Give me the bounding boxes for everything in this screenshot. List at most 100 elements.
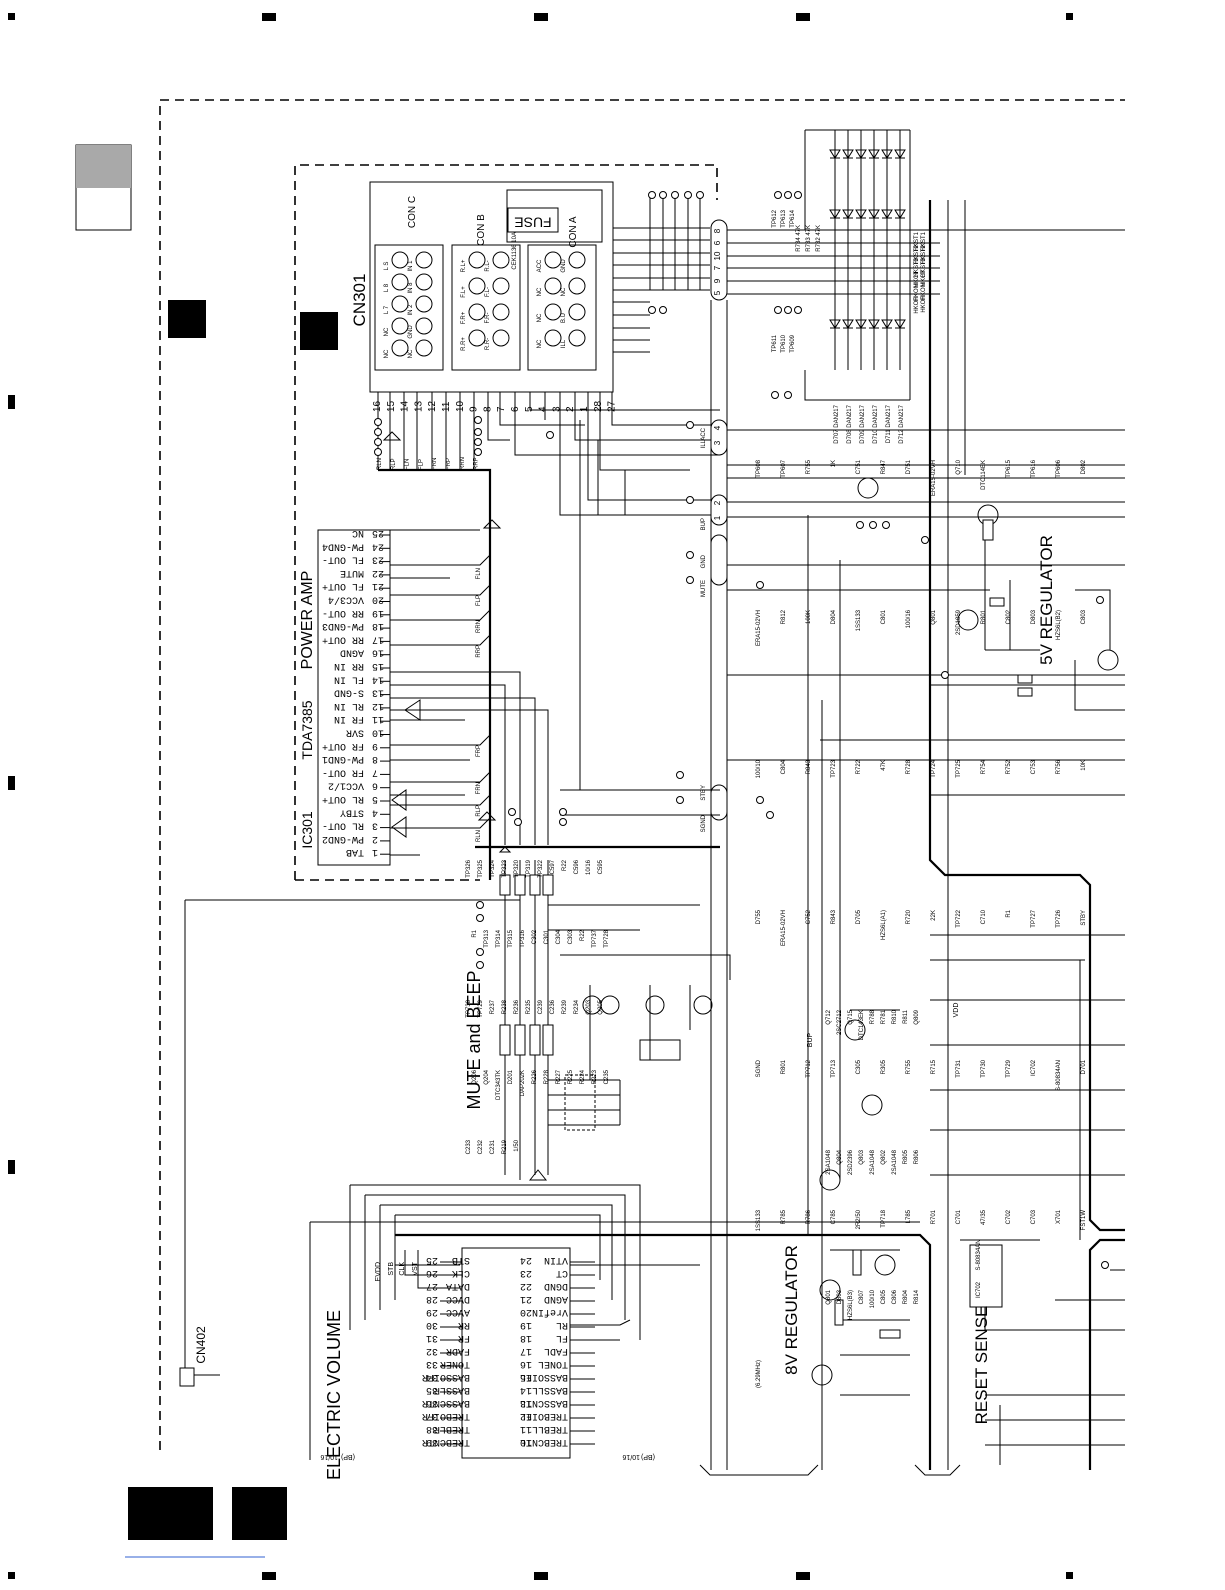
fuse-note: CEK1136 10A [512,232,518,270]
component-label: C232 [478,1139,484,1154]
component-label: TP610 [781,334,787,352]
ev-pin-number: 15 [520,1371,532,1382]
connector-pin-number: 7 [496,406,507,412]
ev-pin-name: BASSOIFL [520,1371,568,1382]
component-label: 22K [931,910,937,921]
connector-net-label: RLP [391,458,397,470]
connector-pin [544,251,562,269]
connector-pin-label: IN 8 [408,282,414,294]
component-label: TP606 [1056,459,1062,477]
ev-pin-number: 24 [520,1254,532,1265]
component-label: R239 [562,999,568,1014]
component-label: TP608 [756,459,762,477]
test-point-icon [1096,596,1104,604]
component-label: R722 [856,759,862,774]
component-label: R224 [580,1069,586,1084]
component-label: TP323 [502,859,508,877]
connector-pin-number: 4 [538,406,549,412]
component-label: R22 [580,929,586,941]
amp-net-label: RRP [476,645,482,658]
diode-icon [894,209,906,219]
connector-pin [415,273,433,291]
connector-net-label: FLN [405,459,411,470]
amp-pin-number: 4 [372,806,378,817]
component-label: R804 [903,1289,909,1304]
trunk-net-label: ACC [701,427,707,440]
component-label: Q803 [859,1149,865,1164]
connector-pin [415,339,433,357]
component-label: C807 [859,1289,865,1304]
test-point-icon [508,808,516,816]
test-point-icon [882,521,890,529]
component-label: R235 [526,999,532,1014]
connector-pin [568,329,586,347]
test-point-icon [476,914,484,922]
component-label: R720 [906,909,912,924]
component-label: TP325 [478,859,484,877]
connector-net-label: FRN [432,458,438,470]
trunk-pin-number: 10 [713,251,722,260]
ev-pin-number: 11 [520,1423,532,1434]
component-label: 100/10 [756,759,762,778]
component-label: R728 [906,759,912,774]
amp-net-label: RRN [476,620,482,633]
right-wiring [727,200,1125,1470]
component-label: R234 [574,999,580,1014]
diode-icon [881,319,893,329]
component-label: R732 47K [816,225,822,252]
component-label: DAP202K [520,1070,526,1096]
component-label: TP319 [526,859,532,877]
ev-pin-number: 35 [426,1384,438,1395]
component-label: R754 [981,759,987,774]
mute-beep-circuit [349,860,731,1340]
test-point-icon [559,818,567,826]
trunk-net-label: MUTE [701,580,707,597]
component-label: TP607 [781,459,787,477]
component-label: D710 DAN217 [873,404,879,443]
ev-signal-label: EVDD [375,1262,382,1281]
component-label: D701 [1081,1059,1087,1074]
amp-pin-name: RL IN [334,700,364,711]
cn301-right-stubs [613,195,710,353]
amp-pin-name: PW-GND2 [322,833,364,844]
connector-pin-label: F.R+ [461,311,467,324]
component-label: 10K [1081,760,1087,771]
ev-signal-label: CLK [399,1262,406,1276]
ev-pin-name: VTIN [544,1254,568,1265]
amp-net-label: RLP [476,805,482,817]
amp-pin-name: NC [352,527,364,538]
ev-pin-number: 25 [426,1254,438,1265]
amp-pin-number: 14 [372,673,384,684]
ev-pin-number: 16 [520,1358,532,1369]
ev-pin-number: 21 [520,1293,532,1304]
component-label: DTC114EK [981,460,987,490]
component-label: TP615 [1006,459,1012,477]
connector-pin-label: L S [384,262,390,271]
con-a-block [527,244,597,371]
amp-net-label: FRN [476,782,482,794]
component-label: 2SC2712 [837,1009,843,1035]
component-label: C231 [490,1139,496,1154]
component-label: 100/16 [906,609,912,628]
test-point-icon [686,551,694,559]
ev-pin-name: BASSCNTL [520,1397,568,1408]
component-label: Q710 [956,459,962,474]
component-label: C701 [956,1209,962,1224]
amp-pin-name: FL OUT- [322,554,364,565]
ev-pin-number: 17 [520,1345,532,1356]
component-label: D712 DAN217 [899,404,905,443]
diode-icon [855,319,867,329]
component-label: STBY [1081,910,1087,926]
component-label: 47/35 [981,1209,987,1225]
ev-pin-name: CT [556,1267,568,1278]
connector-pin-label: F.L- [485,287,491,297]
ev-pin-number: 23 [520,1267,532,1278]
amp-pin-name: MUTE [340,567,364,578]
connector-pin-number: 28 [593,400,604,412]
test-point-icon [766,811,774,819]
test-point-icon [546,431,554,439]
connector-pin-number: 5 [524,406,535,412]
